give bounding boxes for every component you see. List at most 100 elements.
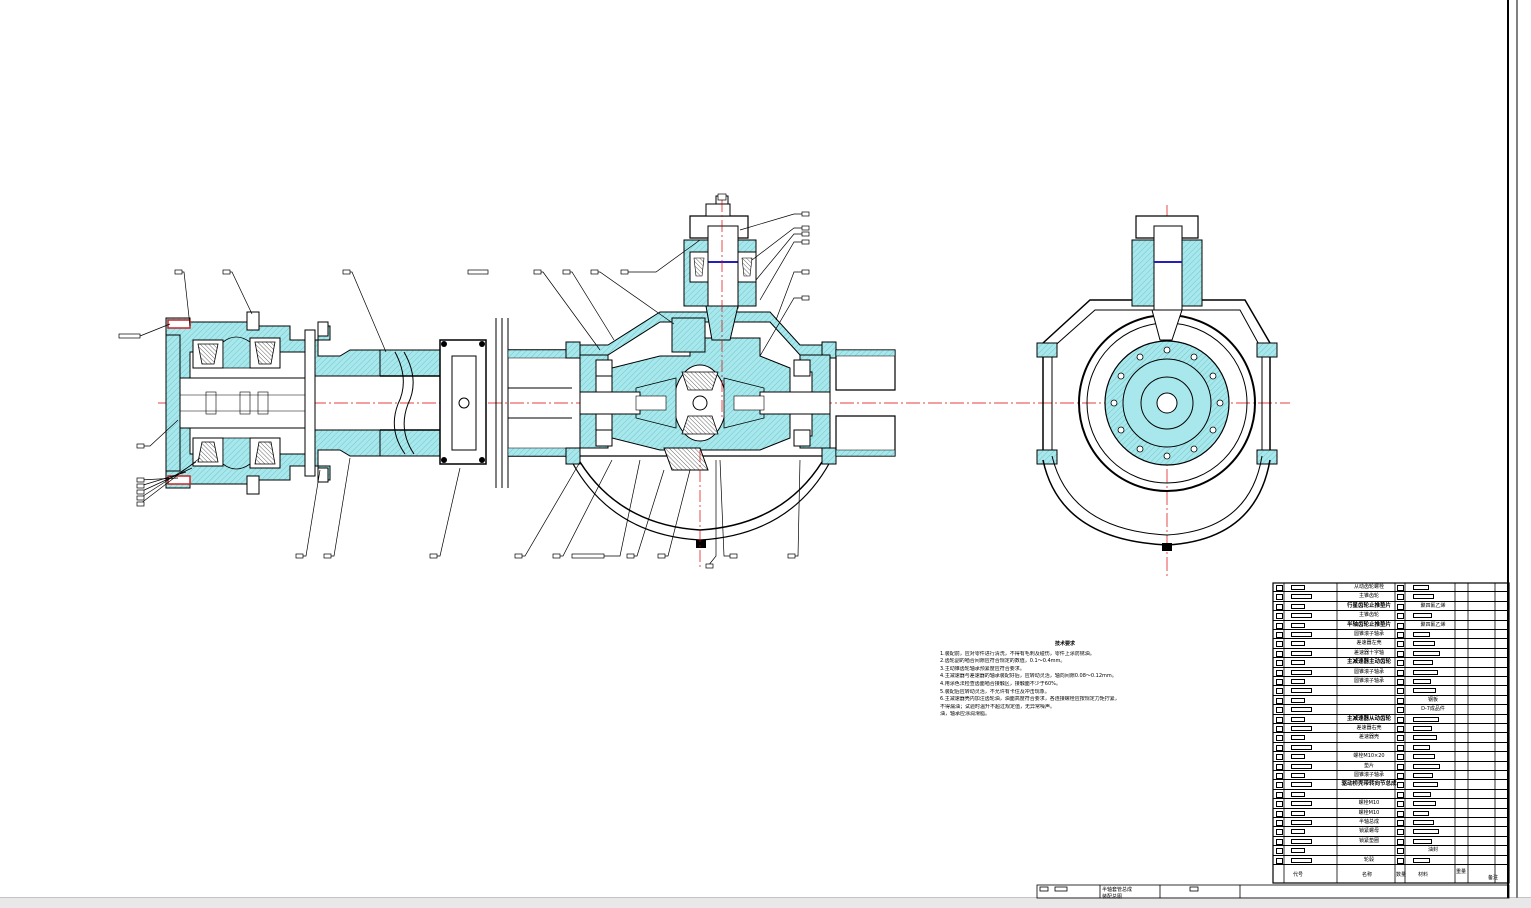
bom-row-material: 钢板 (1427, 696, 1438, 703)
bom-row-material (1409, 715, 1457, 724)
bom-row-name: 主减速器从动齿轮 (1346, 715, 1391, 722)
axle-housing-tube-right (835, 349, 896, 457)
break-lines (495, 318, 509, 488)
bom-row-material (1409, 733, 1457, 742)
balloon-labels (118, 193, 810, 569)
bom-row-name: 锁紧螺母 (1358, 828, 1379, 835)
bom-row-code-box (1291, 801, 1312, 807)
bom-row-material (1409, 762, 1457, 771)
bom-row-name: 主减速器主动齿轮 (1346, 659, 1391, 666)
bom-row-qty-box (1397, 857, 1404, 864)
bom-row-index-box (1276, 735, 1283, 742)
bom-row: 主减速器从动齿轮 (1273, 715, 1509, 724)
bom-row-qty-box (1397, 688, 1404, 695)
bom-row-material (1409, 780, 1457, 789)
bom-row: 钢板 (1273, 696, 1509, 706)
bom-row: 螺栓M10 (1273, 799, 1509, 809)
note-line: 5.装配后应转动灵活，不允许有卡住及冲击现象。 (940, 688, 1050, 695)
bom-row-index-box (1276, 726, 1283, 732)
bom-row-material: 聚四氟乙烯 (1420, 621, 1446, 628)
bom-row-index-box (1276, 716, 1283, 723)
bom-row-material-box (1413, 782, 1438, 788)
bom-row-material-box (1413, 763, 1440, 769)
note-line: 4.用涂色法检查齿面啮合接触区，接触面不少于60%。 (940, 680, 1061, 687)
bom-row-material-box (1413, 669, 1438, 675)
note-line: 油，轴承应涂润滑脂。 (940, 711, 991, 718)
bom-header-code: 代号 (1293, 872, 1304, 878)
bom-row-qty-box (1397, 632, 1404, 638)
bom-row-material (1409, 818, 1457, 827)
bom-row (1273, 790, 1509, 800)
bom-row-material-box (1413, 744, 1430, 750)
bom-row-name (1337, 743, 1401, 752)
bom-row-index-box (1276, 782, 1283, 789)
bom-row-qty-box (1397, 726, 1404, 732)
bom-row-name: 主锥齿轮 (1358, 612, 1379, 619)
bom-row-material (1409, 724, 1457, 733)
title-block-assembly: 半轴套管总成 (1102, 887, 1133, 893)
bom-row-index-box (1276, 594, 1283, 601)
bom-row: 半轴总成 (1273, 818, 1509, 828)
bom-row-name: 差速器右壳 (1356, 725, 1382, 731)
bom-row-code-box (1291, 829, 1305, 835)
bom-row-name: 主锥齿轮 (1358, 593, 1379, 600)
bom-row-index-box (1276, 688, 1283, 695)
bom-row: 主锥齿轮 (1273, 592, 1509, 602)
bom-row-code-box (1291, 650, 1312, 656)
bom-row-material-box (1413, 632, 1430, 637)
bom-row-code-box (1291, 594, 1312, 600)
wheel-hub-section (165, 311, 381, 495)
bom-row-material (1409, 809, 1457, 818)
bom-row-name (1337, 705, 1401, 714)
bom-row-qty-box (1397, 641, 1404, 648)
title-block-frame (1036, 884, 1510, 899)
bom-row-index-box (1276, 641, 1283, 648)
bom-row-qty-box (1397, 697, 1404, 704)
bom-row-qty-box (1397, 679, 1404, 685)
note-line: 6.主减速器壳内加注齿轮油，油面高度符合要求，各连接螺栓应按规定力矩拧紧， (940, 696, 1120, 703)
bom-row: 行星齿轮止推垫片聚四氟乙烯 (1273, 602, 1509, 612)
bom-row: 锁紧垫圈 (1273, 837, 1509, 847)
note-line: 2.齿轮副的啮合间隙应符合规定的数值，0.1～0.4mm。 (940, 658, 1066, 665)
bom-row-material (1409, 583, 1457, 592)
bom-row-index-box (1276, 820, 1283, 826)
bom-row-name: 差速器十字轴 (1353, 649, 1384, 656)
note-line: 3.主动锥齿轮轴承预紧度应符合要求。 (940, 665, 1025, 672)
bom-row-material (1409, 743, 1457, 752)
bom-row-code-box (1291, 632, 1312, 637)
bom-row-name: 轮毂 (1363, 856, 1374, 863)
bom-row: 螺栓M10 (1273, 809, 1509, 818)
technical-requirements: 技术要求 1.装配前，应对零件进行清洗，不得有毛刺及碰伤，零件上涂防锈油。 2.… (940, 641, 1190, 719)
bom-row-code-box (1291, 726, 1312, 731)
bom-row-name: 行星齿轮止推垫片 (1346, 602, 1391, 609)
final-drive-housing (565, 311, 837, 548)
bom-row-material-box (1413, 679, 1431, 684)
bom-header-weight: 重量 (1456, 869, 1467, 875)
bom-row-code-box (1291, 707, 1312, 713)
bom-row-material-box (1413, 726, 1432, 731)
bom-row-material-box (1413, 613, 1432, 619)
bom-row-name: 驱动桥壳带转向节总成 (1341, 781, 1397, 788)
bom-row-name (1337, 846, 1401, 855)
bom-row-code-box (1291, 782, 1312, 788)
bom-row-index-box (1276, 763, 1283, 770)
bom-row-qty-box (1397, 754, 1404, 761)
bom-row: D-7成品件 (1273, 705, 1509, 715)
bom-row-material (1409, 837, 1457, 846)
bom-row-material (1409, 668, 1457, 677)
bom-row-index-box (1276, 622, 1283, 629)
bom-row: 差速器右壳 (1273, 724, 1509, 734)
bom-row-code-box (1291, 848, 1305, 854)
bom-row-index-box (1276, 603, 1283, 610)
bom-row-qty-box (1397, 603, 1404, 610)
bom-row-name (1337, 696, 1401, 705)
bom-row-code-box (1291, 791, 1305, 797)
bom-header-material: 材料 (1418, 872, 1429, 878)
bom-row-material-box (1413, 594, 1434, 600)
bom-row-name (1337, 686, 1401, 695)
bom-row-name: 圆锥滚子轴承 (1353, 668, 1384, 675)
bom-row-qty-box (1397, 829, 1404, 836)
bom-row: 圆锥滚子轴承 (1273, 668, 1509, 677)
bom-header-qty: 数量 (1396, 872, 1407, 878)
bom-row-index-box (1276, 773, 1283, 779)
